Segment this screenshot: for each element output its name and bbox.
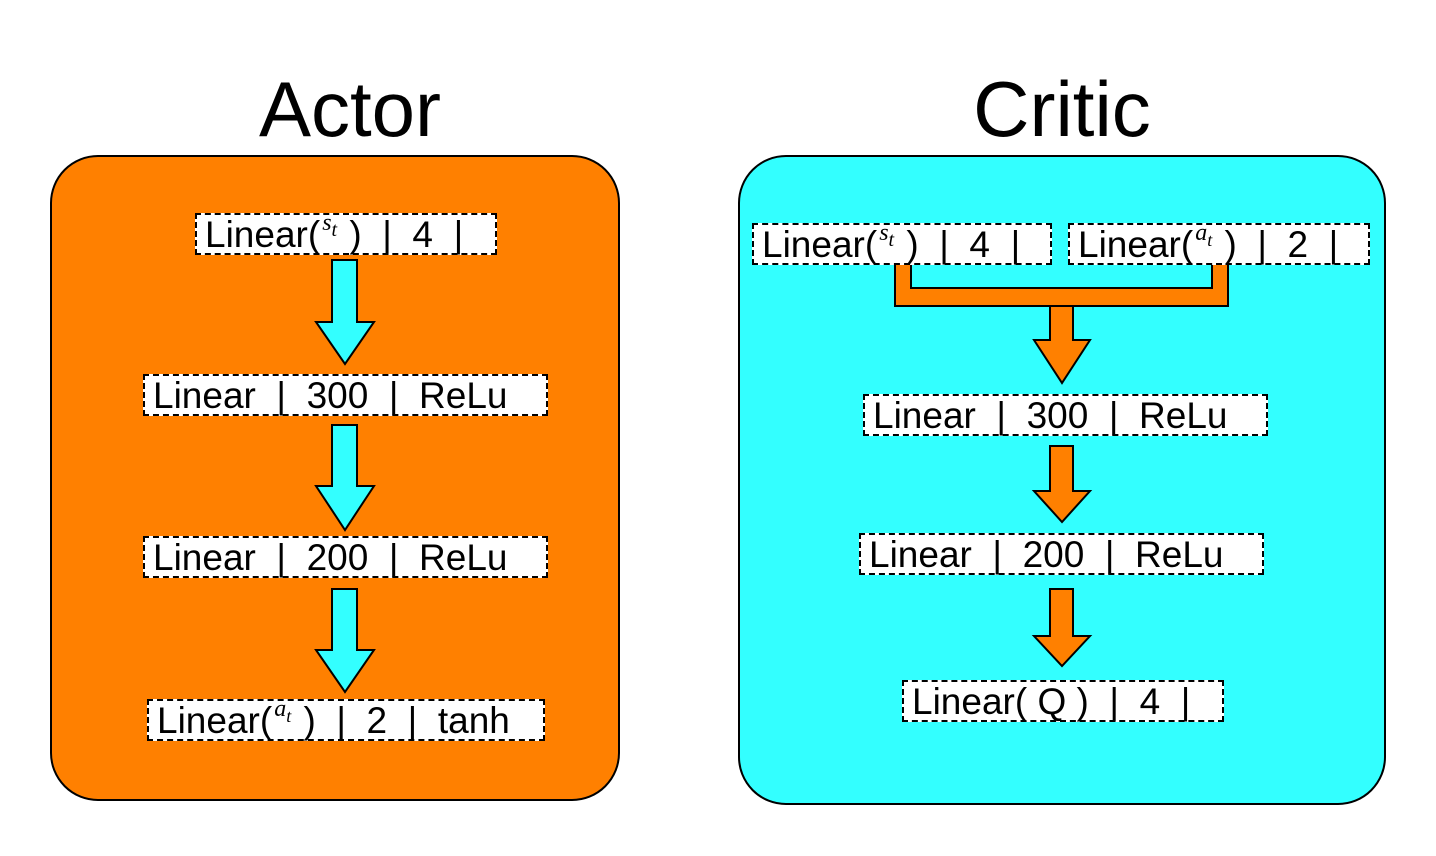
actor-layer-output-pre: Linear( xyxy=(157,699,273,741)
critic-layer-state-input: Linear(st ) | 4 | xyxy=(752,219,1052,265)
critic-layer-action-input: Linear(at ) | 2 | xyxy=(1068,220,1370,265)
actor-layer-hidden-1: Linear | 300 | ReLu xyxy=(143,374,548,416)
critic-action-input-post: ) | 2 | xyxy=(1214,223,1339,265)
critic-layer-hidden-2: Linear | 200 | ReLu xyxy=(859,533,1264,575)
critic-state-input-post: ) | 4 | xyxy=(896,223,1021,265)
actor-arrow-1 xyxy=(314,259,376,366)
critic-arrow-3 xyxy=(1031,588,1093,668)
actor-layer-input-pre: Linear( xyxy=(205,213,321,255)
actor-layer-output: Linear(at ) | 2 | tanh xyxy=(147,696,545,741)
critic-state-symbol: st xyxy=(879,219,895,251)
actor-layer-hidden-2: Linear | 200 | ReLu xyxy=(143,536,548,578)
actor-action-symbol: at xyxy=(274,696,292,726)
actor-layer-input-post: ) | 4 | xyxy=(339,213,464,255)
actor-state-symbol: st xyxy=(322,209,338,241)
critic-title: Critic xyxy=(973,65,1151,153)
actor-arrow-3 xyxy=(314,588,376,694)
critic-action-symbol: at xyxy=(1195,220,1213,250)
critic-layer-hidden-1: Linear | 300 | ReLu xyxy=(863,394,1268,436)
critic-merge-connector xyxy=(894,261,1229,307)
critic-state-input-pre: Linear( xyxy=(762,223,878,265)
critic-arrow-2 xyxy=(1031,445,1093,524)
actor-arrow-2 xyxy=(314,424,376,532)
actor-title: Actor xyxy=(258,65,442,153)
critic-arrow-1 xyxy=(1032,305,1092,385)
critic-layer-output: Linear( Q ) | 4 | xyxy=(902,680,1224,722)
critic-action-input-pre: Linear( xyxy=(1078,223,1194,265)
actor-layer-output-post: ) | 2 | tanh xyxy=(293,699,510,741)
actor-layer-input: Linear(st ) | 4 | xyxy=(195,209,497,255)
